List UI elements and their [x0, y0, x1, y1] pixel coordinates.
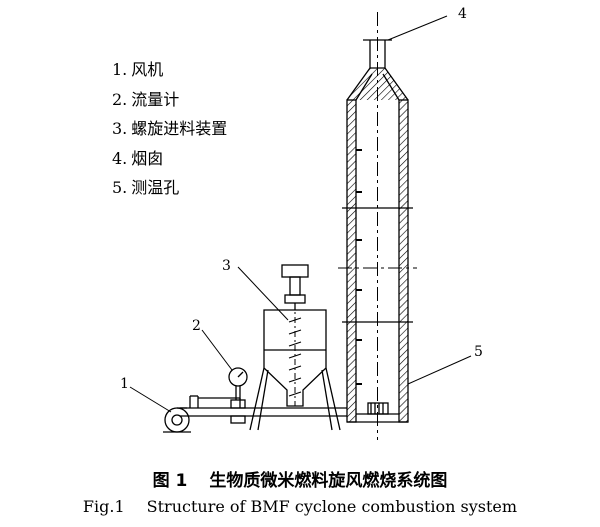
fan [163, 407, 191, 433]
legend-item: 1.风机 [112, 60, 164, 79]
leader-lines [129, 15, 472, 413]
figure-number-en: Fig.1 [82, 497, 125, 516]
caption-text-en: Structure of BMF cyclone combustion syst… [146, 497, 518, 516]
caption-english: Fig.1 Structure of BMF cyclone combustion… [0, 497, 600, 516]
figure-number-cn: 图 1 [152, 471, 188, 491]
flowmeter [228, 367, 248, 424]
caption-chinese: 图 1 生物质微米燃料旋风燃烧系统图 [0, 466, 600, 491]
legend-item: 3.螺旋进料装置 [112, 119, 228, 138]
legend-item: 5.测温孔 [112, 178, 180, 197]
system-diagram: 1 2 3 4 5 [120, 6, 483, 440]
callout-4: 4 [458, 6, 467, 22]
screw-feeder [249, 264, 341, 431]
chimney [338, 12, 417, 440]
callout-1: 1 [120, 376, 129, 392]
legend-item: 4.烟囱 [112, 148, 164, 168]
callout-3: 3 [222, 258, 231, 274]
callout-5: 5 [474, 344, 483, 360]
legend: 1.风机 2.流量计 3.螺旋进料装置 4.烟囱 5.测温孔 [112, 55, 227, 203]
air-pipe [180, 395, 347, 417]
callout-2: 2 [192, 318, 201, 334]
legend-item: 2.流量计 [112, 89, 180, 109]
caption-text-cn: 生物质微米燃料旋风燃烧系统图 [209, 471, 448, 491]
